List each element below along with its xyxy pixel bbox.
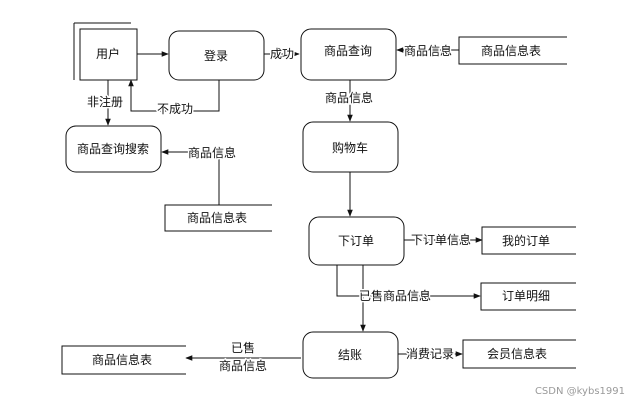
member-info-label: 会员信息表: [487, 346, 547, 361]
store-bottom: 商品信息表: [61, 345, 186, 375]
store-bottom-label: 商品信息表: [92, 352, 152, 367]
entity-user: 用户: [73, 22, 138, 81]
label-fail: 不成功: [157, 102, 193, 116]
watermark: CSDN @kybs1991: [535, 386, 625, 397]
store-left-label: 商品信息表: [187, 210, 247, 225]
label-success: 成功: [270, 47, 294, 61]
label-info-left: 商品信息: [188, 145, 236, 160]
edge-order-detail: [336, 265, 481, 299]
label-info-query-cart: 商品信息: [325, 90, 373, 105]
label-consume-record: 消费记录: [406, 347, 454, 361]
order-label: 下订单: [338, 234, 374, 248]
edge-store-search: [161, 149, 220, 205]
label-order-info: 下订单信息: [411, 232, 471, 247]
user-label: 用户: [96, 46, 120, 61]
process-checkout: 结账: [302, 331, 399, 379]
process-login: 登录: [168, 30, 265, 81]
store-top: 商品信息表: [458, 36, 567, 65]
product-search-label: 商品查询搜索: [77, 141, 149, 156]
edge-login-fail-user: [128, 79, 220, 112]
store-order-detail: 订单明细: [480, 282, 576, 311]
process-cart: 购物车: [302, 121, 399, 173]
label-info-top: 商品信息: [404, 43, 452, 58]
process-product-search: 商品查询搜索: [65, 125, 162, 173]
store-top-label: 商品信息表: [481, 43, 541, 58]
store-member-info: 会员信息表: [462, 339, 576, 369]
login-label: 登录: [204, 48, 228, 63]
label-sold-line1: 已售: [231, 340, 255, 355]
my-orders-label: 我的订单: [502, 233, 550, 248]
label-sold-line2: 商品信息: [219, 358, 267, 373]
product-query-label: 商品查询: [324, 43, 372, 58]
label-unregistered: 非注册: [87, 94, 123, 109]
checkout-label: 结账: [338, 348, 362, 362]
process-product-query: 商品查询: [300, 28, 397, 81]
label-sold-info: 已售商品信息: [359, 288, 431, 303]
store-left: 商品信息表: [164, 204, 272, 232]
cart-label: 购物车: [332, 140, 368, 155]
process-order: 下订单: [308, 216, 405, 266]
store-my-orders: 我的订单: [481, 226, 576, 255]
order-detail-label: 订单明细: [502, 289, 550, 303]
